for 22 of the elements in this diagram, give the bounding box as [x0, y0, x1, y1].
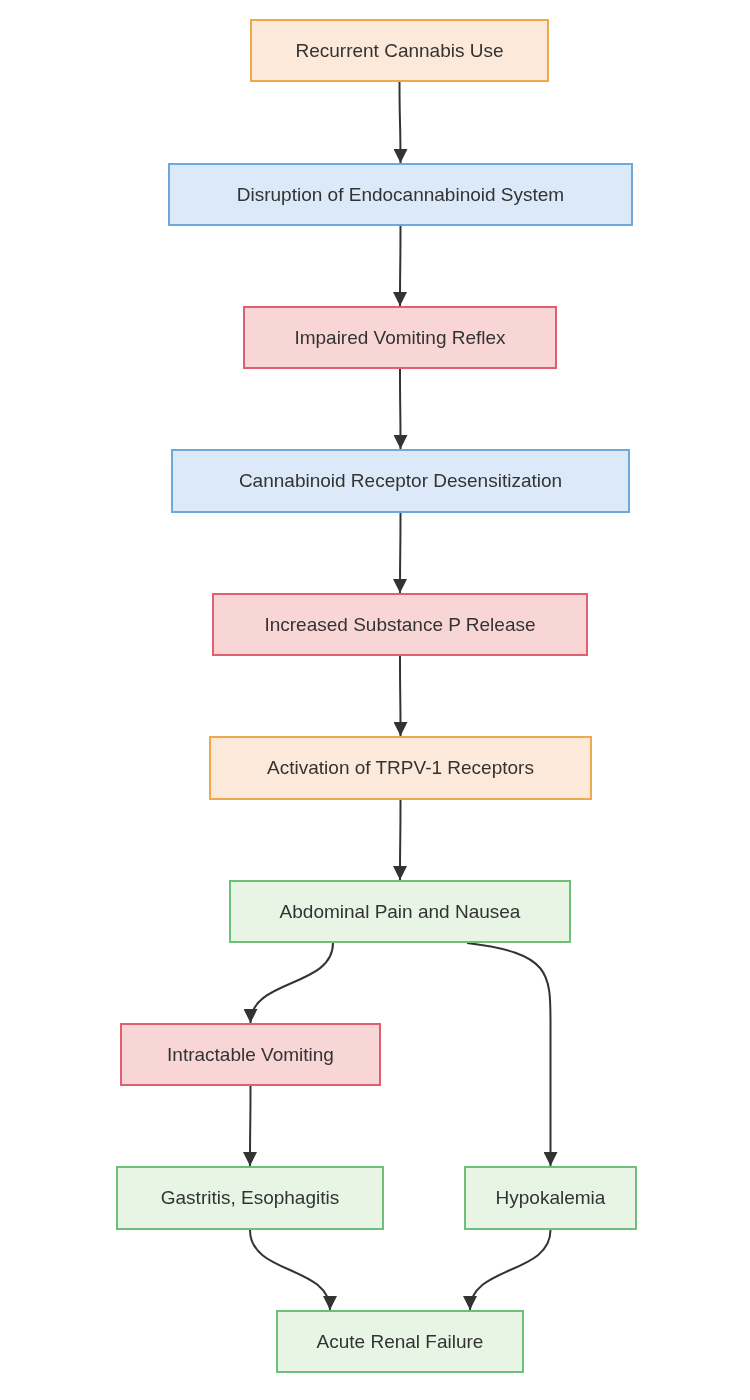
- process-box: Cannabinoid Receptor Desensitization: [171, 449, 630, 513]
- process-box: Abdominal Pain and Nausea: [229, 880, 571, 943]
- arrow: [393, 799, 407, 881]
- process-box: Recurrent Cannabis Use: [250, 19, 549, 82]
- arrow: [393, 655, 408, 737]
- process-box: Increased Substance P Release: [212, 593, 588, 656]
- process-box: Acute Renal Failure: [276, 1310, 524, 1373]
- arrow: [243, 1085, 257, 1167]
- arrow: [466, 942, 558, 1167]
- process-box: Intractable Vomiting: [120, 1023, 381, 1086]
- arrow: [393, 512, 407, 594]
- arrow: [393, 225, 407, 307]
- arrow: [465, 1229, 552, 1311]
- process-box: Gastritis, Esophagitis: [116, 1166, 384, 1230]
- process-box: Disruption of Endocannabinoid System: [168, 163, 633, 226]
- arrow: [249, 1229, 335, 1311]
- process-box: Impaired Vomiting Reflex: [243, 306, 557, 369]
- process-box: Hypokalemia: [464, 1166, 637, 1230]
- arrow: [393, 368, 408, 450]
- arrow: [393, 81, 408, 164]
- process-box: Activation of TRPV-1 Receptors: [209, 736, 592, 800]
- arrow: [245, 942, 334, 1024]
